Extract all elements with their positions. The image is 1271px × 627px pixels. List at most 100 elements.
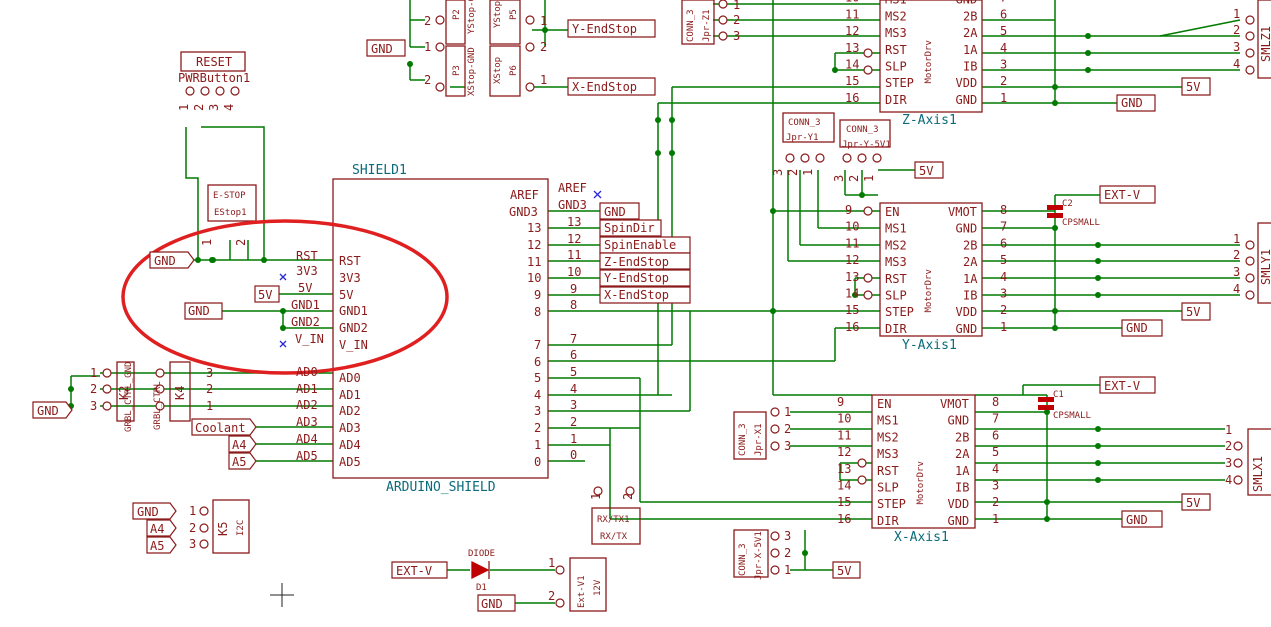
svg-text:3: 3 xyxy=(1233,265,1240,279)
reset-button-body xyxy=(180,51,246,72)
svg-text:3: 3 xyxy=(1225,456,1232,470)
gnd-extv1-text: GND xyxy=(481,597,503,611)
cursor-crosshair-icon xyxy=(270,583,294,607)
svg-text:2: 2 xyxy=(621,493,635,500)
z-driver-pinnum-15: 15 xyxy=(845,74,859,88)
c1-ref: C1 xyxy=(1053,390,1064,400)
extv-diode-text: EXT-V xyxy=(396,564,432,578)
gnd-y-text: GND xyxy=(1126,321,1148,335)
x-endstop-text: X-EndStop xyxy=(604,288,669,302)
diode-ref: D1 xyxy=(476,583,487,593)
jpr-z1-body xyxy=(681,0,715,45)
v5-y5v-flag xyxy=(914,161,944,179)
shield-pin-7: 7 xyxy=(534,338,541,352)
gnd-reset-flag xyxy=(149,251,195,269)
x-driver-pinnum-16: 16 xyxy=(837,512,851,526)
z-driver-ref: Z-Axis1 xyxy=(902,113,957,128)
z-driver-pin-ms2: MS2 xyxy=(885,9,907,23)
a5-flag xyxy=(228,452,257,470)
z-driver-pin-ib: IB xyxy=(963,60,977,74)
jpr-y-5v1-body xyxy=(839,119,891,148)
z-driver-pin-ms3: MS3 xyxy=(885,26,907,40)
a4-k5-text: A4 xyxy=(150,522,164,536)
y-driver-pin-2a: 2A xyxy=(963,255,978,269)
svg-text:13: 13 xyxy=(567,215,581,229)
rxtx-value: RX/TX xyxy=(600,532,628,542)
svg-text:2: 2 xyxy=(90,382,97,396)
shield-pin-ad0: AD0 xyxy=(339,371,361,385)
y-driver-pin-1a: 1A xyxy=(963,272,978,286)
extv1-value: 12V xyxy=(593,579,603,596)
x-driver-pin-slp: SLP xyxy=(877,481,899,495)
p3-body xyxy=(445,45,466,97)
wire-label-ad2: AD2 xyxy=(296,398,318,412)
z-driver-pin-gnd: GND xyxy=(956,0,978,7)
y-driver-pinnum-7: 7 xyxy=(1000,220,1007,234)
shield-pin-gnd1: GND1 xyxy=(339,304,368,318)
z-driver-pinnum-16: 16 xyxy=(845,91,859,105)
y-endstop-top-text: Y-EndStop xyxy=(572,22,637,36)
a5-text: A5 xyxy=(232,455,246,469)
x-driver-pin-en: EN xyxy=(877,397,891,411)
shield-pin-13: 13 xyxy=(527,221,541,235)
shield-pin-4: 4 xyxy=(534,388,541,402)
motor-drivers: MS110GND7MS2112B6MS3122A5RST131A4SLP14IB… xyxy=(837,0,1007,545)
reset-ref: RESET xyxy=(196,55,232,69)
svg-text:1: 1 xyxy=(1233,7,1240,21)
estop-value: EStop1 xyxy=(214,208,247,218)
svg-text:3: 3 xyxy=(784,529,791,543)
y-driver-pinnum-15: 15 xyxy=(845,303,859,317)
shield-pin-5: 5 xyxy=(534,371,541,385)
shield-pin-rst: RST xyxy=(339,254,361,268)
wire-label-rst: RST xyxy=(296,249,318,263)
shield-pin-8: 8 xyxy=(534,305,541,319)
a4-text: A4 xyxy=(232,438,246,452)
shield-pin-ad1: AD1 xyxy=(339,388,361,402)
z-driver-pin-slp: SLP xyxy=(885,60,907,74)
gnd-z-text: GND xyxy=(1121,96,1143,110)
smly1-ref: SMLY1 xyxy=(1259,249,1271,285)
z-driver-pin-2b: 2B xyxy=(963,9,977,23)
shield-pin-aref: AREF xyxy=(510,188,539,202)
rxtx-ref: RX/TX1 xyxy=(597,515,630,525)
jpr-x-5v1-value: CONN_3 xyxy=(738,543,748,576)
svg-text:2: 2 xyxy=(784,546,791,560)
p6-ref: P6 xyxy=(509,65,519,76)
shield-pin-ad3: AD3 xyxy=(339,421,361,435)
wire-label-ad3: AD3 xyxy=(296,415,318,429)
components xyxy=(116,0,1271,612)
smly1-body xyxy=(1257,222,1271,304)
svg-text:6: 6 xyxy=(570,348,577,362)
svg-text:10: 10 xyxy=(567,265,581,279)
ystop-label: YStop xyxy=(493,1,503,28)
z-driver-pin-1a: 1A xyxy=(963,43,978,57)
shield-pin-gnd2: GND2 xyxy=(339,321,368,335)
coolant-text: Coolant xyxy=(195,421,246,435)
jpr-z1-ref: Jpr-Z1 xyxy=(702,9,712,42)
y-driver-pin-ms2: MS2 xyxy=(885,238,907,252)
v5-shield-text: 5V xyxy=(258,288,272,302)
svg-text:2: 2 xyxy=(424,14,431,28)
wires xyxy=(70,0,1241,604)
svg-text:1: 1 xyxy=(200,239,214,246)
svg-text:1: 1 xyxy=(90,366,97,380)
ystop-gnd-label: YStop-GND xyxy=(467,0,477,34)
smlx1-ref: SMLX1 xyxy=(1251,456,1265,492)
svg-text:1: 1 xyxy=(206,399,213,413)
svg-text:3: 3 xyxy=(784,439,791,453)
gnd-top-text: GND xyxy=(371,42,393,56)
wire-label-gnd2: GND2 xyxy=(291,315,320,329)
z-driver-pinnum-12: 12 xyxy=(845,24,859,38)
z-driver-pinnum-13: 13 xyxy=(845,41,859,55)
svg-text:12: 12 xyxy=(567,232,581,246)
shield-pin-2: 2 xyxy=(534,421,541,435)
net-label-frames xyxy=(32,19,1211,612)
k2-body xyxy=(116,361,135,422)
c1-plate-top xyxy=(1038,397,1054,402)
p6-body xyxy=(489,45,521,97)
v5-y-text: 5V xyxy=(1186,305,1200,319)
extv1-body xyxy=(569,557,607,612)
c2-value: CPSMALL xyxy=(1062,218,1100,228)
a4-flag xyxy=(228,435,257,453)
p2-body xyxy=(445,0,466,45)
